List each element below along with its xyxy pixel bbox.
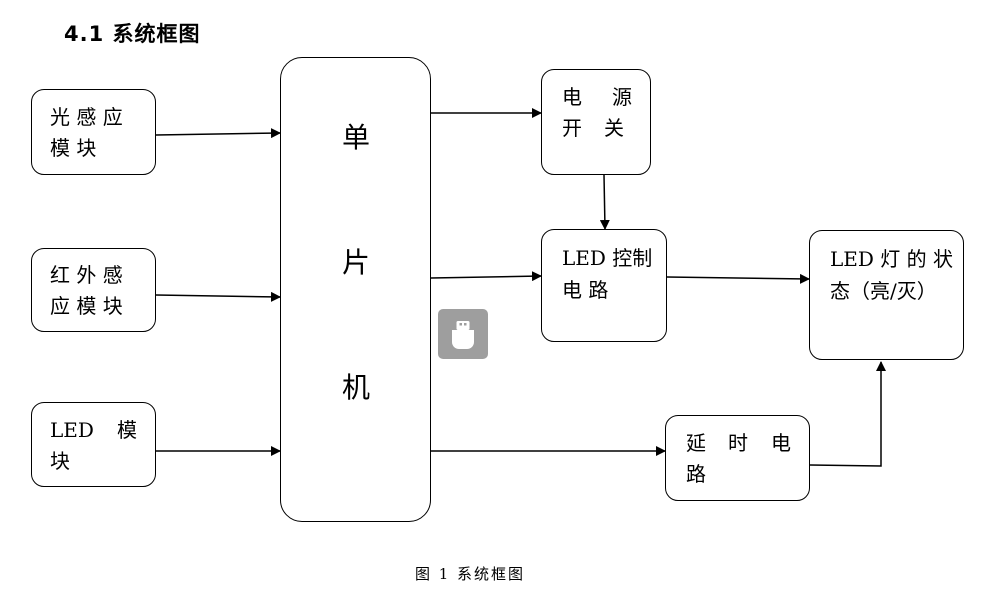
led-module-block: LED 模 块 [31,402,156,487]
light-sensor-label-line2: 模 块 [50,136,97,160]
arrow-power-to-led-control [599,174,610,230]
power-switch-label-dian: 电 [562,85,582,109]
led-module-label-line2: 块 [50,449,70,473]
arrow-led-control-to-state [666,273,810,284]
led-module-label-mo: 模 [117,418,137,442]
led-control-block: LED 控制 电 路 [541,229,667,342]
mcu-block: 单 片 机 [280,57,431,522]
arrow-delay-to-state [809,361,886,467]
ir-sensor-label-line1: 红 外 感 [50,263,123,287]
led-state-block: LED 灯 的 状 态（亮/灭） [809,230,964,360]
arrow-mcu-to-led-control [430,271,542,282]
light-sensor-label-line1: 光 感 应 [50,105,123,129]
led-module-label-led: LED [50,418,94,442]
power-switch-label-guan: 关 [604,116,624,140]
delay-circuit-block: 延 时 电 路 [665,415,810,501]
arrow-light-to-mcu [155,128,281,139]
power-switch-label-kai: 开 [562,116,582,140]
led-state-label-line1: LED 灯 的 状 [830,247,953,271]
mcu-label-char3: 机 [341,371,370,404]
usb-drive-button[interactable] [438,309,488,359]
delay-circuit-label-line2: 路 [686,462,706,486]
arrow-ir-to-mcu [155,291,281,302]
light-sensor-block: 光 感 应 模 块 [31,89,156,175]
delay-circuit-label-dian: 电 [771,431,791,455]
power-switch-label-yuan: 源 [612,85,632,109]
power-switch-block: 电 源 开 关 [541,69,651,175]
led-control-label-line2: 电 路 [562,278,609,302]
section-heading: 4.1 系统框图 [64,22,201,46]
figure-caption: 图 1 系统框图 [414,565,526,583]
ir-sensor-block: 红 外 感 应 模 块 [31,248,156,332]
mcu-label-char2: 片 [341,246,370,279]
ir-sensor-label-line2: 应 模 块 [50,294,123,318]
led-state-label-line2: 态（亮/灭） [830,279,937,303]
led-control-label-line1: LED 控制 [562,246,653,270]
mcu-label-char1: 单 [341,121,370,154]
delay-circuit-label-shi: 时 [728,431,748,455]
usb-drive-icon [452,321,474,349]
delay-circuit-label-yan: 延 [686,431,706,455]
